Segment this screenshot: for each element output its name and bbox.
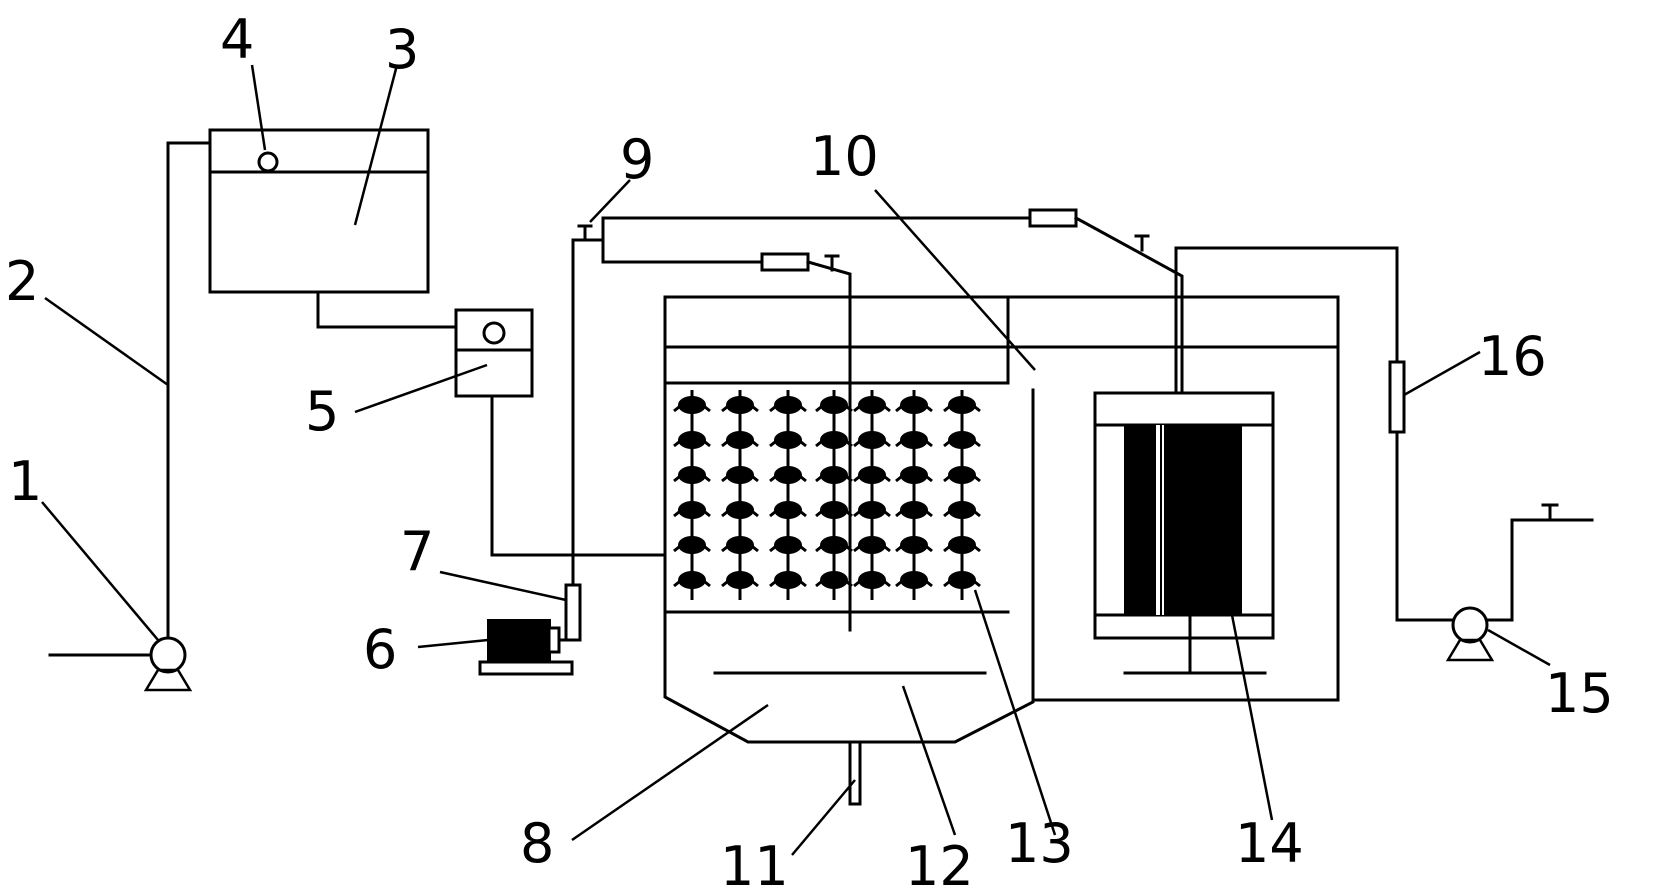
fiber-tuft <box>726 466 754 484</box>
fiber-tuft <box>900 571 928 589</box>
label-12: 12 <box>905 835 974 895</box>
fiber-tuft <box>900 466 928 484</box>
label-2: 2 <box>5 250 39 313</box>
label-8: 8 <box>520 812 554 875</box>
fiber-tuft <box>726 571 754 589</box>
permeate-flowmeter <box>1388 360 1406 434</box>
fiber-tuft <box>948 536 976 554</box>
raw-water-tank <box>208 128 430 294</box>
fiber-tuft <box>678 396 706 414</box>
fiber-tuft <box>820 466 848 484</box>
fiber-tuft <box>774 501 802 519</box>
air-valve <box>577 224 593 242</box>
fiber-tuft <box>820 571 848 589</box>
fiber-tuft <box>858 501 886 519</box>
rotameter-lower <box>760 252 810 272</box>
feed-pump <box>48 636 193 692</box>
fiber-tuft <box>858 396 886 414</box>
fiber-tuft <box>900 501 928 519</box>
level-float <box>257 151 279 173</box>
label-4: 4 <box>220 8 254 71</box>
fiber-tuft <box>900 396 928 414</box>
number-labels: 1 2 3 4 5 6 7 8 9 10 11 12 13 14 15 16 <box>5 8 1614 895</box>
fiber-tuft <box>948 431 976 449</box>
fiber-tuft <box>858 536 886 554</box>
label-5: 5 <box>305 380 339 443</box>
fiber-tuft <box>726 501 754 519</box>
effluent-pipe <box>1485 518 1594 622</box>
fiber-tuft <box>820 536 848 554</box>
rotameter-upper <box>1028 208 1078 228</box>
fiber-tuft <box>678 536 706 554</box>
fiber-tuft <box>948 396 976 414</box>
fiber-tuft <box>948 466 976 484</box>
label-7: 7 <box>400 520 434 583</box>
membrane-module <box>1093 391 1275 675</box>
fiber-tuft <box>858 571 886 589</box>
fiber-tuft <box>726 536 754 554</box>
fiber-tuft <box>948 571 976 589</box>
fiber-tuft <box>774 396 802 414</box>
sludge-outlet <box>848 740 862 806</box>
valve-upper <box>1134 234 1150 252</box>
label-11: 11 <box>720 835 789 895</box>
label-3: 3 <box>385 18 419 81</box>
label-13: 13 <box>1005 812 1074 875</box>
label-10: 10 <box>810 125 879 188</box>
fiber-tuft <box>900 536 928 554</box>
air-blower <box>478 619 574 676</box>
fiber-tuft <box>820 396 848 414</box>
inlet-pipe-to-reactor <box>490 394 667 557</box>
permeate-pipe <box>1174 246 1454 622</box>
fiber-tuft <box>678 501 706 519</box>
fiber-tuft <box>858 466 886 484</box>
valve-lower <box>824 254 840 272</box>
leader-lines <box>41 64 1551 856</box>
fiber-tuft <box>948 501 976 519</box>
fiber-tuft <box>820 431 848 449</box>
fiber-tuft <box>678 466 706 484</box>
effluent-valve <box>1541 503 1559 522</box>
fiber-tuft <box>774 571 802 589</box>
fiber-tuft <box>678 431 706 449</box>
label-14: 14 <box>1235 812 1304 875</box>
carrier-zone <box>663 381 1010 614</box>
tank-outlet-pipe <box>316 290 458 329</box>
fiber-tuft <box>774 431 802 449</box>
fiber-tuft <box>900 431 928 449</box>
fiber-tuft <box>678 571 706 589</box>
suction-pump <box>1445 606 1495 662</box>
fiber-tuft <box>774 536 802 554</box>
fiber-carrier <box>673 390 981 600</box>
label-15: 15 <box>1545 662 1614 725</box>
gas-flowmeter <box>564 583 582 642</box>
label-1: 1 <box>8 450 42 513</box>
fiber-tuft <box>820 501 848 519</box>
fiber-tuft <box>726 431 754 449</box>
label-16: 16 <box>1478 325 1547 388</box>
fiber-tuft <box>774 466 802 484</box>
constant-level-box <box>454 308 534 398</box>
fiber-tuft <box>858 431 886 449</box>
label-6: 6 <box>363 618 397 681</box>
reactor-tank <box>663 295 1340 744</box>
fiber-tuft <box>726 396 754 414</box>
label-9: 9 <box>620 128 654 191</box>
